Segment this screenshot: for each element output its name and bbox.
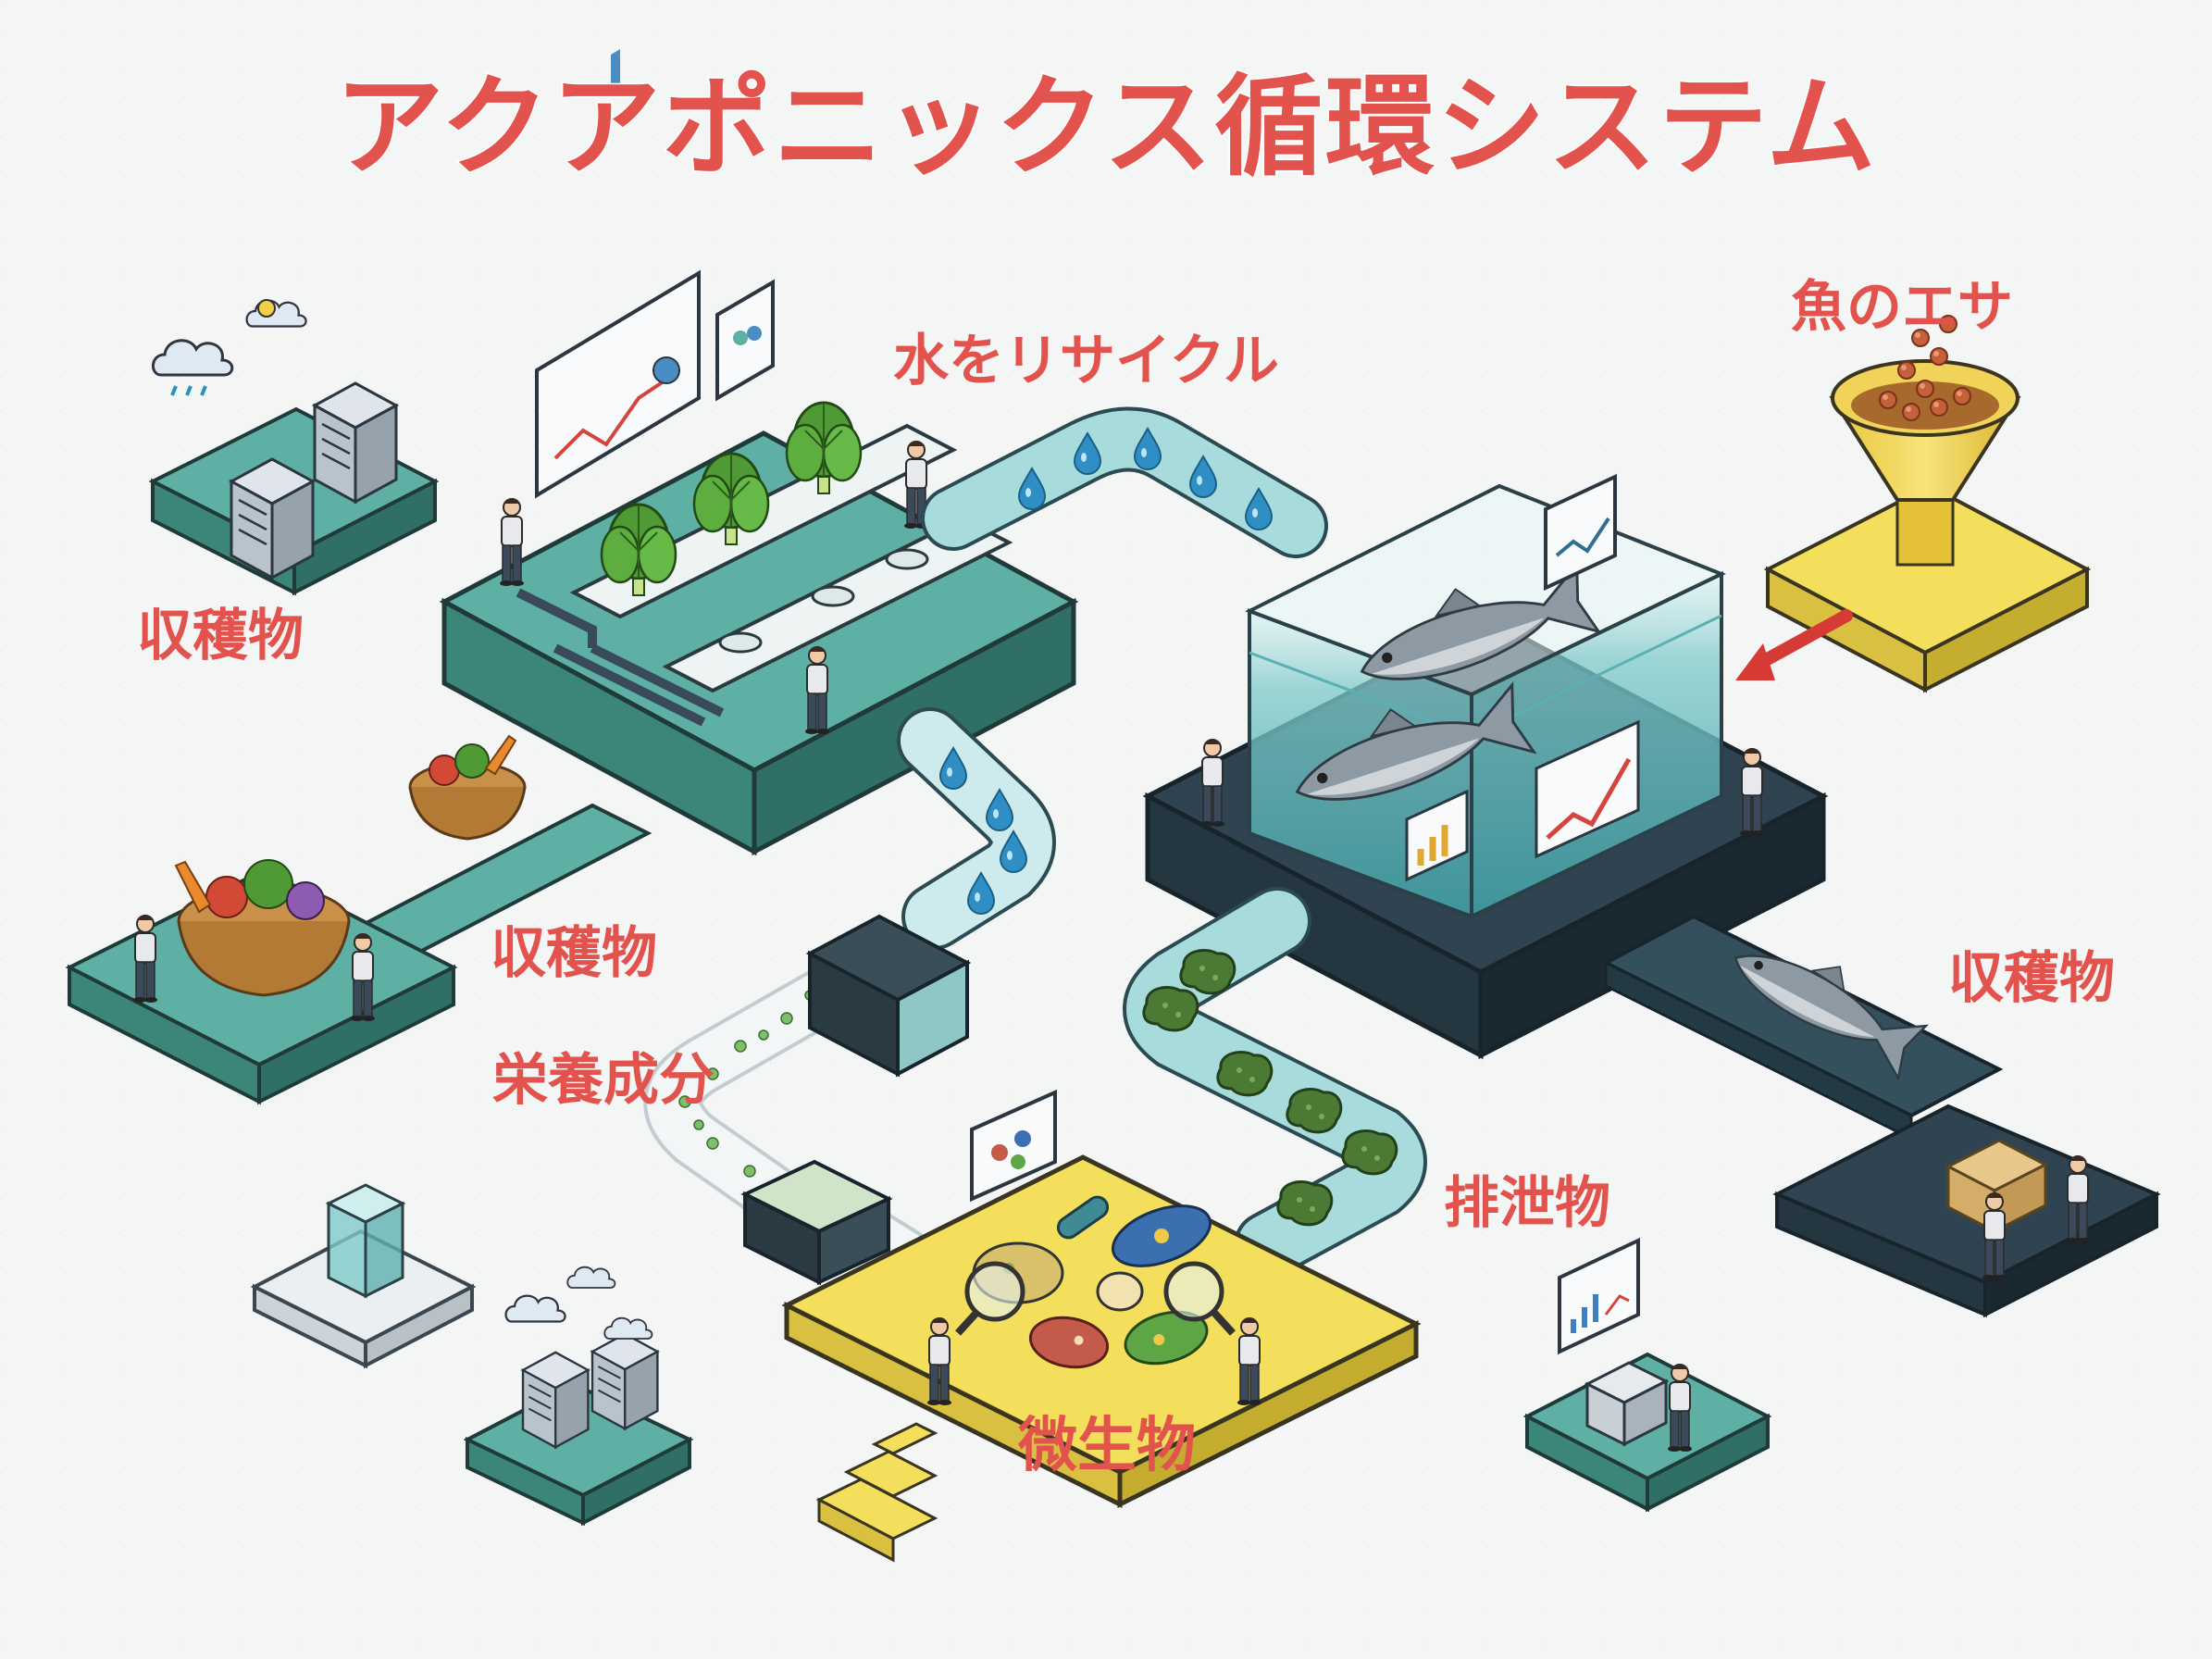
- return-water-pipe: [897, 707, 1056, 950]
- packing-platform: [1772, 1104, 2161, 1318]
- server-rack-icon: [313, 381, 398, 504]
- magnifier-icon: [955, 1261, 1236, 1336]
- vegetable-basket-icon: [174, 859, 351, 997]
- label-harvest-right: 収穫物: [1948, 946, 2115, 1011]
- glass-column-platform: [250, 1183, 477, 1369]
- server-rack-icon: [521, 1351, 590, 1449]
- weather-cloud-icon: [566, 1266, 616, 1289]
- label-harvest-top-left: 収穫物: [137, 604, 304, 668]
- fish-tank: [1199, 473, 1765, 920]
- weather-cloud-icon: [504, 1294, 566, 1323]
- water-recycle-pipe: [921, 406, 1328, 558]
- control-terminal-platform: [1522, 1237, 1772, 1513]
- microbe-platform: [781, 1089, 1422, 1509]
- server-platform-bottom-left: [463, 1266, 694, 1527]
- weather-cloud-icon: [603, 1316, 653, 1340]
- dashboard-monitor-icon: [1558, 1237, 1640, 1355]
- label-excrement: 排泄物: [1444, 1171, 1610, 1236]
- bar-chart-panel-icon: [1405, 789, 1469, 882]
- label-harvest-middle: 収穫物: [491, 921, 657, 986]
- stairs-icon: [815, 1422, 938, 1563]
- server-rack-icon: [230, 457, 315, 580]
- label-water-recycle: 水をリサイクル: [893, 329, 1279, 393]
- fish-harvest-conveyor: [1601, 914, 2004, 1141]
- hydroponic-platform: [439, 49, 1079, 856]
- label-fish-feed: 魚のエサ: [1791, 275, 2013, 340]
- waste-pipe: [1123, 887, 1427, 1279]
- dashboard-monitor-icon: [535, 49, 775, 499]
- weather-cloud-icon: [151, 339, 234, 396]
- control-terminal-icon: [1584, 1361, 1670, 1447]
- filter-box-icon: [805, 914, 972, 1078]
- vegetable-harvest-conveyor: [356, 734, 652, 975]
- bacteria-screen-icon: [970, 1089, 1057, 1203]
- label-microbes: 微生物: [1018, 1412, 1196, 1480]
- line-chart-panel-icon: [1535, 719, 1640, 859]
- vegetable-harvest-platform: [65, 859, 458, 1105]
- server-platform-top-left: [148, 299, 440, 596]
- feed-arrow-icon: [1735, 609, 1853, 680]
- vegetable-basket-icon: [408, 734, 527, 841]
- dashboard-monitor-icon: [1544, 473, 1617, 592]
- filter-box-icon: [740, 1159, 893, 1286]
- funnel-feed-icon: [1829, 359, 2021, 567]
- label-nutrients: 栄養成分: [492, 1048, 715, 1113]
- page-title: アクアポニックス循環システム: [333, 63, 1878, 191]
- server-rack-icon: [590, 1332, 659, 1430]
- weather-cloud-icon: [245, 299, 307, 328]
